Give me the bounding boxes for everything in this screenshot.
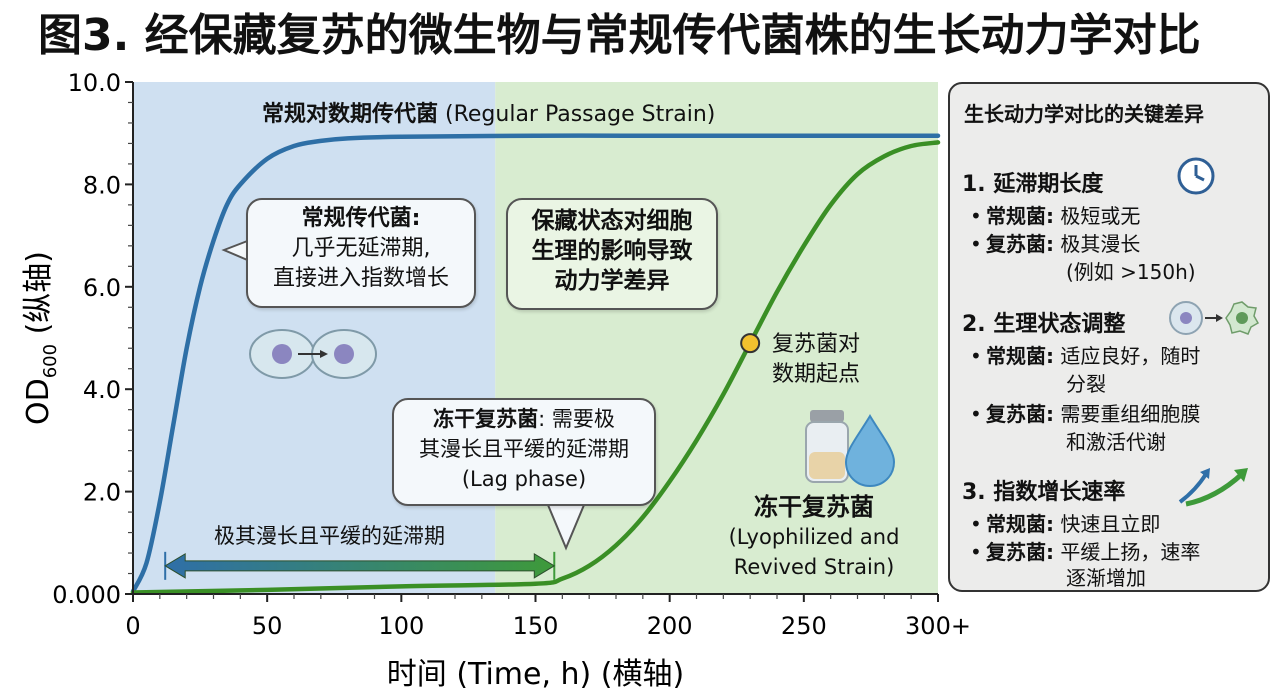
sec1-revived-cont: (例如 >150h) — [1066, 260, 1196, 284]
y-tick-label: 0.000 — [52, 581, 121, 609]
revived-strain-line — [130, 140, 941, 595]
sec2-regular-cont: 分裂 — [1066, 372, 1106, 396]
lag-arrow-label: 极其漫长且平缓的延滞期 — [214, 524, 445, 548]
marker-label: 复苏菌对 数期起点 — [772, 332, 861, 387]
vial-icon — [805, 410, 849, 483]
key-differences-panel: 生长动力学对比的关键差异 1. 延滞期长度 •常规菌: 极短或无 •复苏菌: 极… — [948, 82, 1270, 592]
x-tick-label: 0 — [125, 612, 140, 640]
y-tick-label: 6.0 — [83, 274, 121, 302]
sec2-revived-item: •复苏菌: 需要重组细胞膜 — [970, 402, 1201, 426]
x-axis-label: 时间 (Time, h) (横轴) — [387, 657, 684, 692]
regular-strain-line — [130, 133, 941, 594]
y-tick-label: 4.0 — [83, 376, 121, 404]
water-drop-icon — [844, 414, 896, 488]
x-tick-label: 200 — [647, 612, 693, 640]
section-physiology: 2. 生理状态调整 — [962, 312, 1126, 337]
sec3-revived-item: •复苏菌: 平缓上扬，速率 — [970, 540, 1201, 564]
growth-arrows-icon — [1176, 460, 1256, 508]
dividing-cells-icon — [249, 329, 377, 379]
y-tick-label: 10.0 — [68, 69, 121, 97]
sec1-regular-item: •常规菌: 极短或无 — [970, 204, 1141, 228]
x-tick-label: 100 — [378, 612, 424, 640]
regular-strain-label: 常规对数期传代菌 (Regular Passage Strain) — [262, 102, 716, 127]
x-tick-label: 50 — [252, 612, 283, 640]
callout-tail — [547, 504, 585, 551]
lag-phase-callout: 冻干复苏菌: 需要极 其漫长且平缓的延滞期 (Lag phase) — [392, 398, 656, 506]
x-tick-label: 300+ — [905, 612, 971, 640]
x-tick-label: 250 — [781, 612, 827, 640]
cell-transition-icon — [1168, 298, 1260, 338]
sec2-regular-item: •常规菌: 适应良好，随时 — [970, 344, 1201, 368]
physiology-callout: 保藏状态对细胞 生理的影响导致 动力学差异 — [506, 198, 718, 310]
sec3-revived-cont: 逐渐增加 — [1066, 566, 1146, 590]
panel-heading: 生长动力学对比的关键差异 — [964, 102, 1204, 126]
figure-title: 图3. 经保藏复苏的微生物与常规传代菌株的生长动力学对比 — [38, 10, 1201, 61]
sec2-revived-cont: 和激活代谢 — [1066, 430, 1166, 454]
callout-tail — [221, 239, 253, 263]
clock-icon — [1176, 156, 1216, 196]
y-tick-label: 8.0 — [83, 171, 121, 199]
x-tick-label: 150 — [513, 612, 559, 640]
revived-strain-label: 冻干复苏菌 (Lyophilized and Revived Strain) — [728, 493, 900, 579]
regular-strain-callout: 常规传代菌: 几乎无延滞期, 直接进入指数增长 — [246, 198, 476, 308]
y-axis-label: OD600 (纵轴) — [21, 251, 61, 425]
section-growth-rate: 3. 指数增长速率 — [962, 480, 1126, 505]
exponential-start-marker — [740, 333, 761, 354]
section-lag-length: 1. 延滞期长度 — [962, 172, 1104, 197]
lag-phase-arrow — [164, 552, 556, 579]
regular-region-background — [133, 82, 496, 594]
y-tick-label: 2.0 — [83, 479, 121, 507]
sec1-revived-item: •复苏菌: 极其漫长 — [970, 232, 1141, 256]
sec3-regular-item: •常规菌: 快速且立即 — [970, 512, 1161, 536]
